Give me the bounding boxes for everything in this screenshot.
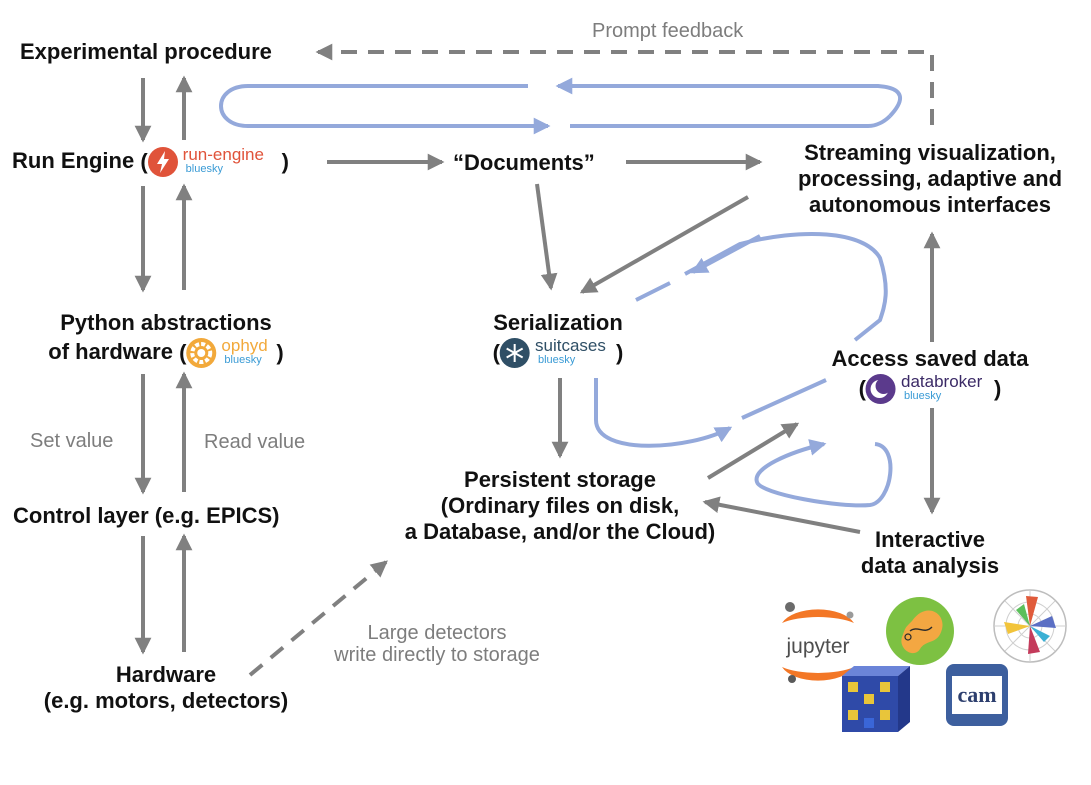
run-engine-logo-sub: bluesky <box>185 163 223 175</box>
node-persistent-storage-line3: a Database, and/or the Cloud) <box>404 519 716 544</box>
polar-plot-logo <box>993 589 1067 663</box>
arrow-analysis-to-storage <box>702 496 861 534</box>
node-serialization: Serialization ( suitcases bluesky ) <box>493 310 623 370</box>
ophyd-logo-sub: bluesky <box>224 354 262 366</box>
run-engine-logo-name: run-engine <box>182 145 264 164</box>
node-interactive-analysis: Interactive data analysis <box>861 527 999 579</box>
arrow-prompt-feedback <box>315 43 934 125</box>
label-large-detectors: Large detectors write directly to storag… <box>334 622 540 666</box>
node-access-saved-data: Access saved data ( databroker bluesky ) <box>831 346 1029 406</box>
voxel-cube-logo <box>842 666 910 732</box>
node-persistent-storage-line1: Persistent storage <box>464 467 656 492</box>
node-persistent-storage-line2: (Ordinary files on disk, <box>440 493 680 518</box>
node-hardware: Hardware (e.g. motors, detectors) <box>44 662 288 714</box>
ophyd-logo: ophyd bluesky <box>186 336 276 370</box>
node-streaming-line1: Streaming visualization, <box>804 140 1056 165</box>
node-serialization-label: Serialization <box>493 310 623 335</box>
moon-icon <box>866 374 896 404</box>
arrow-documents-to-serialization <box>535 183 558 291</box>
suitcases-logo-sub: bluesky <box>538 354 576 366</box>
node-streaming-line2: processing, adaptive and <box>797 166 1063 191</box>
node-persistent-storage: Persistent storage (Ordinary files on di… <box>405 467 716 545</box>
label-set-value: Set value <box>30 430 114 452</box>
node-python-abstractions-line1: Python abstractions <box>60 310 272 335</box>
lightning-bolt-icon <box>147 147 178 177</box>
loop-analysis <box>754 439 893 508</box>
loop-top-tail <box>570 114 892 128</box>
svg-text:jupyter: jupyter <box>785 635 849 658</box>
analysis-tool-logo <box>886 597 954 665</box>
ophyd-logo-name: ophyd <box>221 336 268 355</box>
svg-text:cam: cam <box>957 682 996 707</box>
cam-logo: cam <box>946 664 1008 726</box>
node-run-engine-label: Run Engine <box>12 147 135 173</box>
node-serialization-logo-wrap: ( suitcases bluesky ) <box>493 336 623 370</box>
node-run-engine: Run Engine ( run-engine bluesky ) <box>12 145 289 179</box>
loop-serialization-upper <box>635 281 671 302</box>
label-read-value: Read value <box>204 431 306 453</box>
loop-serialization-return <box>741 378 827 420</box>
loop-serialization-arc <box>684 231 888 342</box>
loop-top-lower <box>219 84 551 135</box>
suitcases-logo: suitcases bluesky <box>500 336 616 370</box>
loop-serialization-lower <box>594 378 733 448</box>
arrow-hardware-to-storage <box>248 560 388 677</box>
loop-top-upper <box>555 77 902 118</box>
label-prompt-feedback: Prompt feedback <box>592 20 744 42</box>
snowflake-icon <box>500 338 530 368</box>
node-python-abstractions-line2: of hardware <box>48 338 173 364</box>
node-access-saved-data-logo-wrap: ( databroker bluesky ) <box>832 372 1029 406</box>
arrow-storage-to-access <box>706 422 800 480</box>
label-large-detectors-line1: Large detectors <box>367 622 507 644</box>
node-interactive-analysis-line2: data analysis <box>860 553 1000 578</box>
node-streaming-line3: autonomous interfaces <box>808 192 1052 217</box>
node-hardware-line1: Hardware <box>115 662 217 687</box>
databroker-logo-name: databroker <box>901 372 983 391</box>
node-access-saved-data-label: Access saved data <box>831 346 1029 371</box>
node-hardware-line2: (e.g. motors, detectors) <box>43 688 289 713</box>
suitcases-logo-name: suitcases <box>535 336 606 355</box>
node-interactive-analysis-line1: Interactive <box>874 527 986 552</box>
node-python-abstractions-line2-wrap: of hardware ( ophyd bluesky ) <box>48 336 284 370</box>
node-control-layer: Control layer (e.g. EPICS) <box>13 503 280 528</box>
node-python-abstractions: Python abstractions of hardware ( ophyd … <box>48 310 284 370</box>
run-engine-logo: run-engine bluesky <box>147 145 282 179</box>
jupyter-logo: jupyter <box>782 602 854 683</box>
databroker-logo: databroker bluesky <box>866 372 994 406</box>
arrow-streaming-to-serialization <box>579 195 749 294</box>
node-experimental-procedure: Experimental procedure <box>20 39 272 64</box>
node-documents: “Documents” <box>453 150 595 175</box>
loop-serialization-arrowhead <box>690 234 761 274</box>
databroker-logo-sub: bluesky <box>904 390 942 402</box>
node-streaming: Streaming visualization, processing, ada… <box>798 140 1062 218</box>
gear-icon <box>186 338 217 368</box>
label-large-detectors-line2: write directly to storage <box>334 644 540 666</box>
